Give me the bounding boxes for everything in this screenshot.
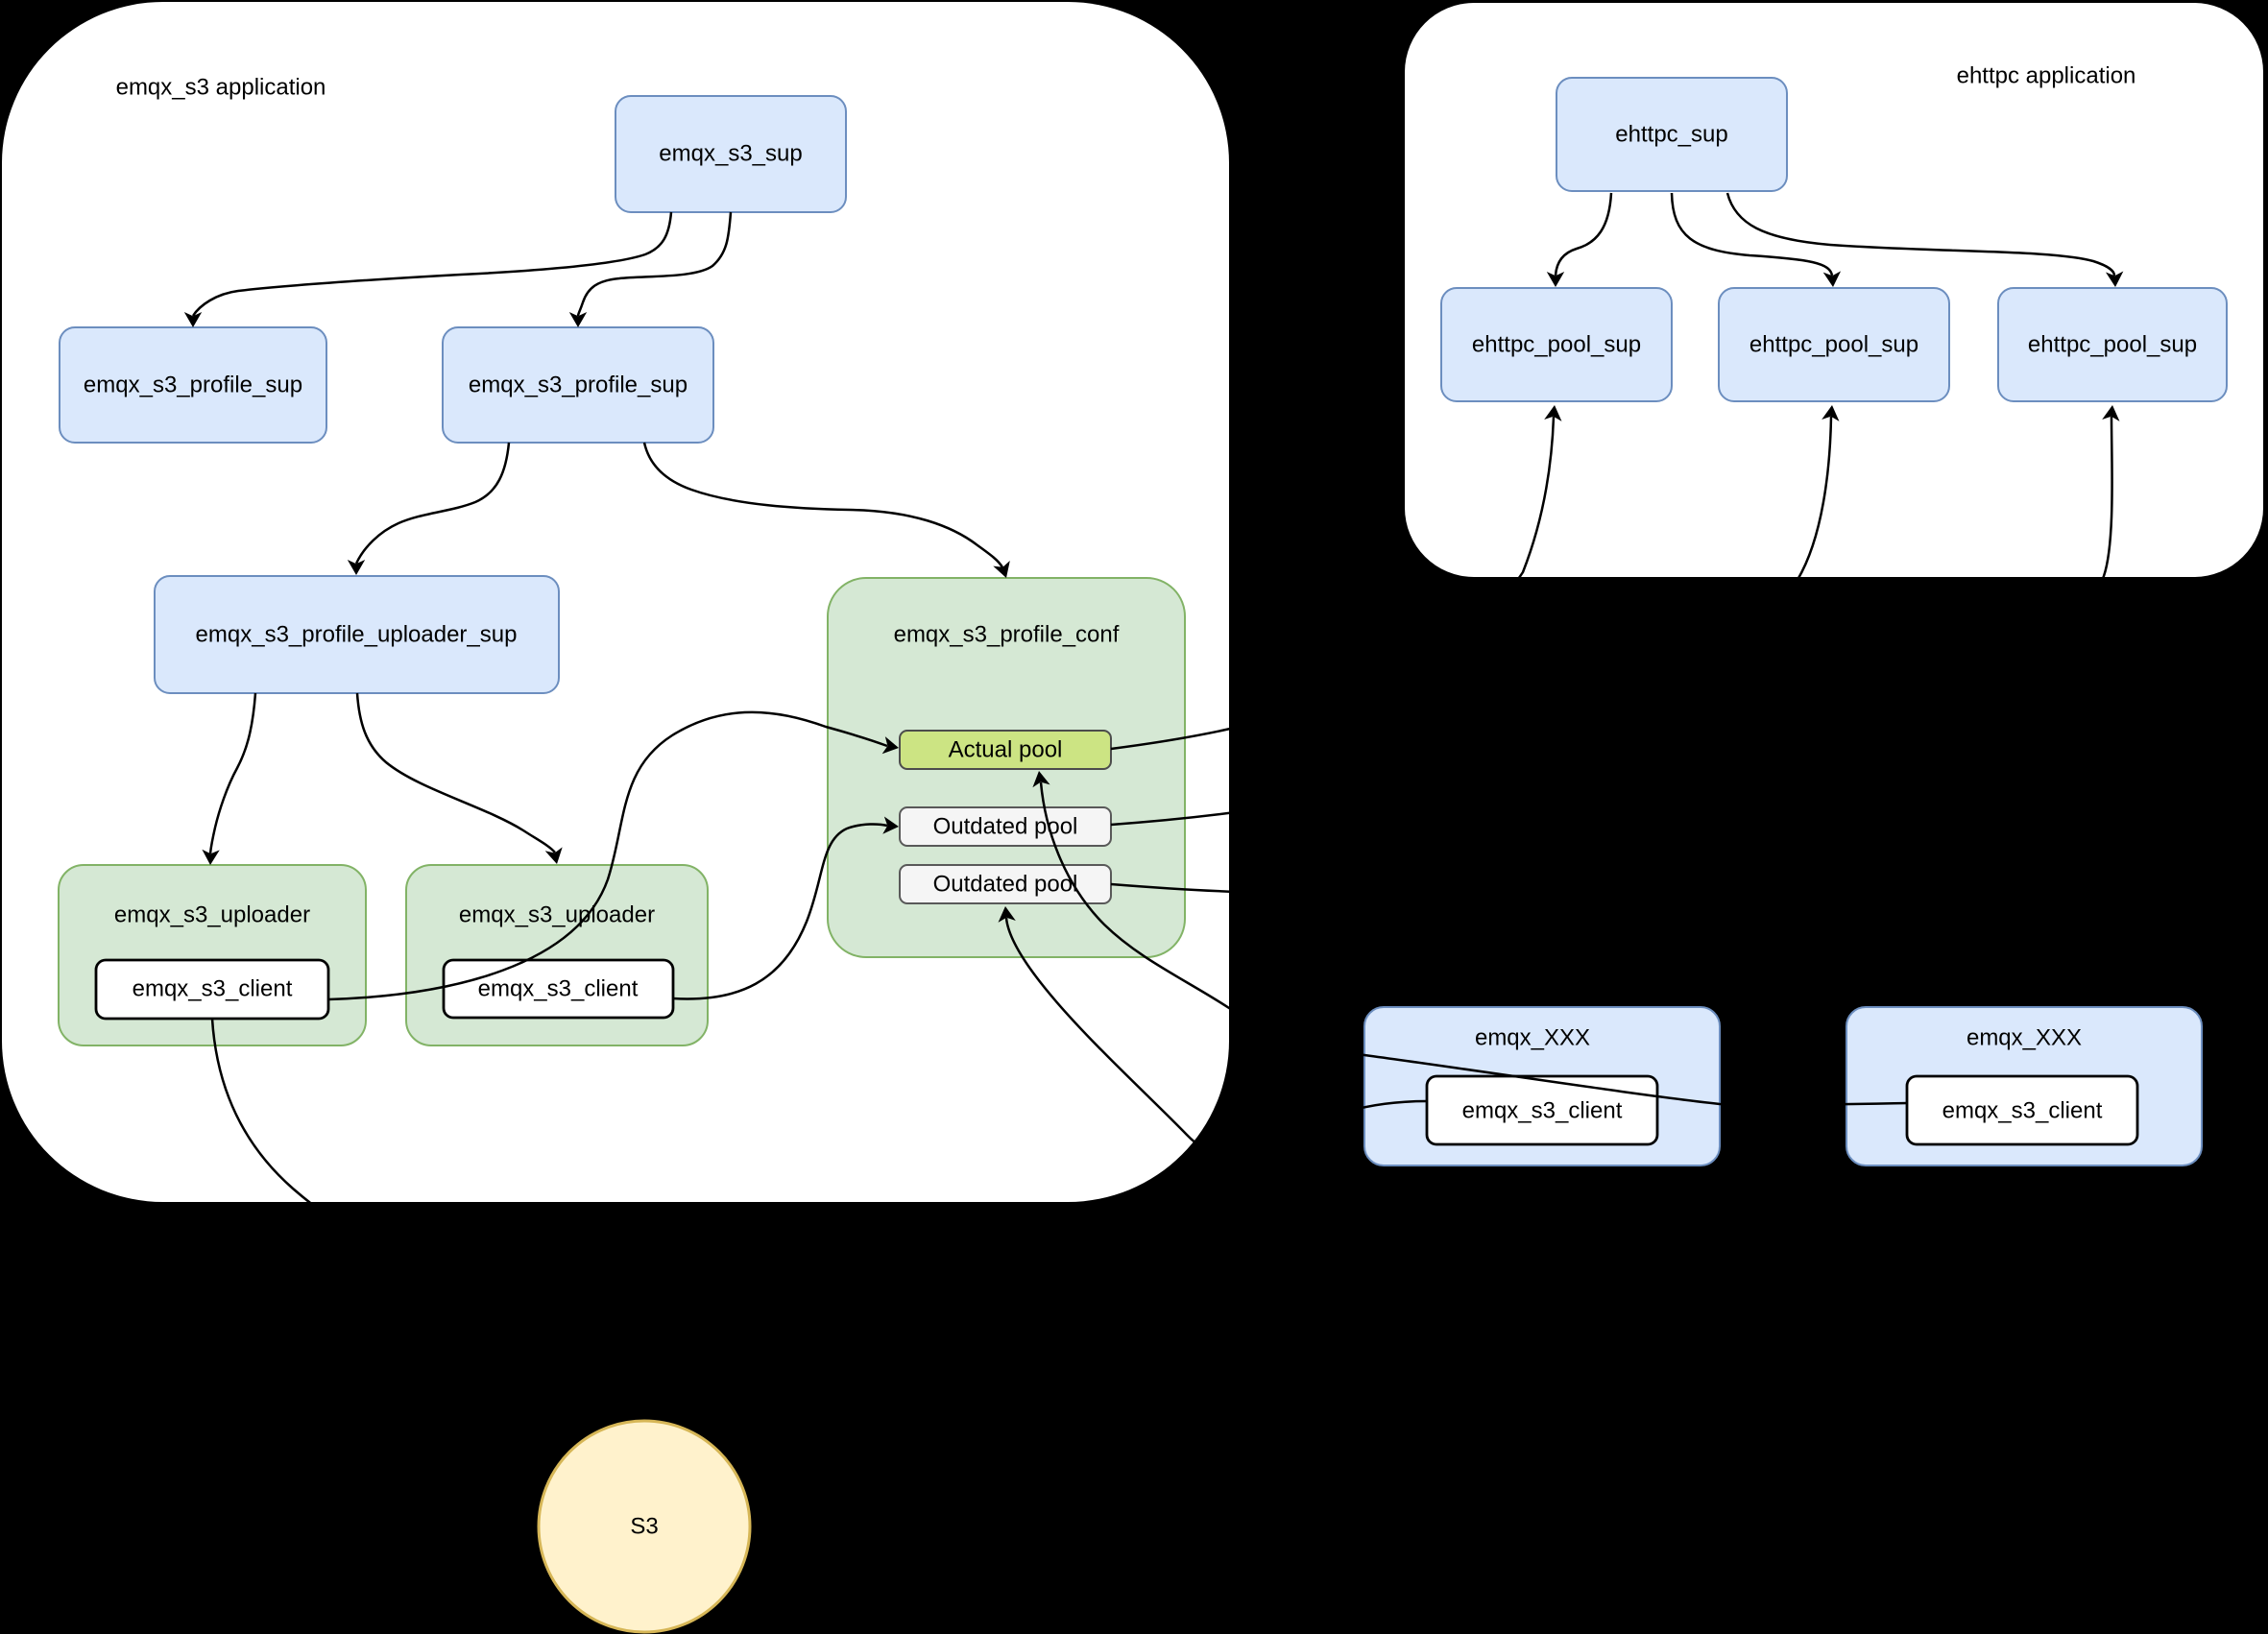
- svg-text:Outdated pool: Outdated pool: [933, 872, 1078, 898]
- svg-text:emqx_s3_profile_conf: emqx_s3_profile_conf: [894, 622, 1120, 648]
- svg-text:emqx_s3_uploader: emqx_s3_uploader: [114, 902, 310, 928]
- svg-text:Outdated pool: Outdated pool: [933, 814, 1078, 840]
- svg-text:emqx_s3 application: emqx_s3 application: [116, 75, 326, 101]
- svg-text:emqx_s3_profile_uploader_sup: emqx_s3_profile_uploader_sup: [196, 622, 518, 648]
- svg-text:emqx_s3_uploader: emqx_s3_uploader: [459, 902, 655, 928]
- svg-text:emqx_s3_profile_sup: emqx_s3_profile_sup: [84, 372, 302, 398]
- svg-text:ehttpc_pool_sup: ehttpc_pool_sup: [2028, 332, 2197, 358]
- svg-text:emqx_s3_client: emqx_s3_client: [478, 976, 639, 1002]
- svg-text:emqx_s3_client: emqx_s3_client: [1942, 1098, 2103, 1124]
- svg-text:ehttpc application: ehttpc application: [1957, 63, 2136, 89]
- svg-text:S3: S3: [630, 1514, 658, 1540]
- svg-text:emqx_s3_profile_sup: emqx_s3_profile_sup: [469, 372, 688, 398]
- svg-text:emqx_s3_sup: emqx_s3_sup: [659, 141, 802, 167]
- svg-text:emqx_XXX: emqx_XXX: [1966, 1025, 2082, 1051]
- svg-text:ehttpc_pool_sup: ehttpc_pool_sup: [1749, 332, 1918, 358]
- svg-text:emqx_s3_client: emqx_s3_client: [1462, 1098, 1623, 1124]
- svg-text:ehttpc_sup: ehttpc_sup: [1615, 122, 1727, 148]
- svg-text:ehttpc_pool_sup: ehttpc_pool_sup: [1472, 332, 1641, 358]
- svg-text:Actual pool: Actual pool: [949, 737, 1063, 763]
- svg-text:emqx_XXX: emqx_XXX: [1475, 1025, 1590, 1051]
- svg-text:emqx_s3_client: emqx_s3_client: [133, 976, 293, 1002]
